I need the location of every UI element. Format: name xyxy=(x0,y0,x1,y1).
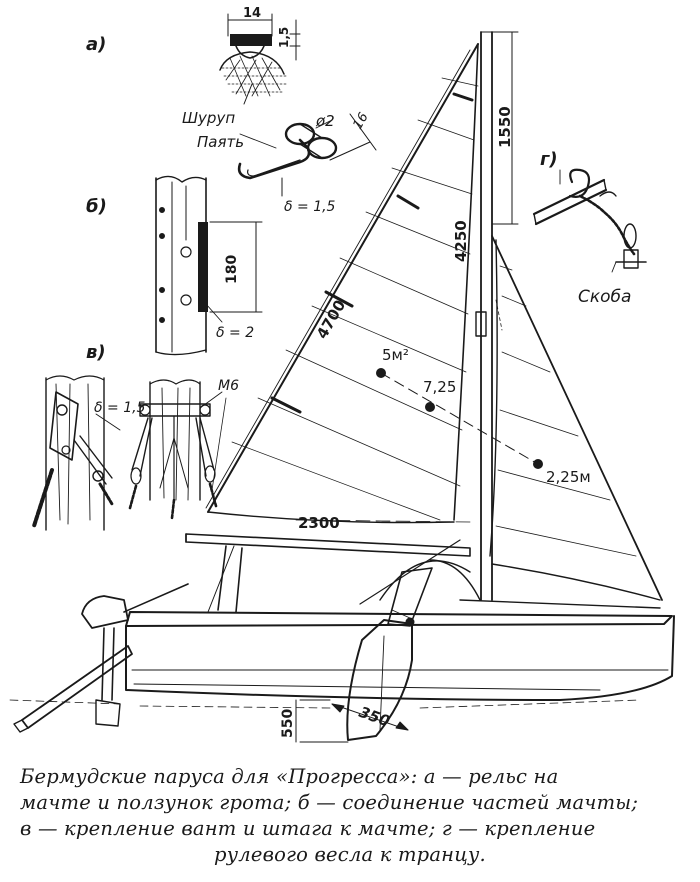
dim-2300-label: 2300 xyxy=(298,514,340,532)
area-2-25-label: 2,25м xyxy=(546,468,591,486)
detail-b-mast-joint xyxy=(155,175,263,356)
boom xyxy=(185,533,471,557)
skoba-label: Скоба xyxy=(578,287,631,307)
detail-a-label: а) xyxy=(86,34,106,55)
outboard-motor xyxy=(13,583,189,733)
slider-part xyxy=(237,113,377,197)
caption-line-4: рулевого весла к транцу. xyxy=(214,843,486,866)
dim-550-label: 550 xyxy=(280,709,296,738)
figure-caption: Бермудские паруса для «Прогресса»: а — р… xyxy=(20,764,680,868)
area-markers xyxy=(295,368,543,523)
water-line xyxy=(9,699,641,743)
dim-1550-label: 1550 xyxy=(496,106,514,148)
detail-v-shroud-fittings xyxy=(32,375,223,531)
mast xyxy=(475,31,519,601)
caption-line-3: в — крепление вант и штага к мачте; г — … xyxy=(20,817,596,840)
jib-sail xyxy=(489,235,663,601)
area-7-25-label: 7,25 xyxy=(423,378,456,396)
dim-350-label: 350 xyxy=(357,703,393,731)
detail-v-label: в) xyxy=(86,342,106,363)
caption-line-2: мачте и ползунок грота; б — соединение ч… xyxy=(20,791,639,814)
detail-g-label: г) xyxy=(540,149,558,170)
rudder-oar xyxy=(346,567,433,741)
sail-diagram: а) б) в) г) 14 1,5 Шуруп Паять ø2 16 δ =… xyxy=(9,6,675,743)
delta-1-5-v-label: δ = 1,5 xyxy=(94,400,146,416)
dim-4250-label: 4250 xyxy=(452,220,470,262)
dim-16-label: 16 xyxy=(350,110,371,132)
payat-label: Паять xyxy=(197,133,244,151)
main-sail xyxy=(205,43,479,524)
caption-line-1: Бермудские паруса для «Прогресса»: а — р… xyxy=(20,765,559,788)
dim-180-label: 180 xyxy=(224,255,240,284)
shurup-label: Шуруп xyxy=(182,109,235,127)
detail-a-rail xyxy=(219,13,301,105)
area-5-label: 5м² xyxy=(382,346,409,364)
delta-2-label: δ = 2 xyxy=(216,325,254,341)
dim-14-label: 14 xyxy=(243,6,261,21)
hull xyxy=(125,539,675,701)
m6-label: М6 xyxy=(218,378,239,394)
delta-1-5-a-label: δ = 1,5 xyxy=(284,199,336,215)
dia-2-label: ø2 xyxy=(315,112,335,130)
detail-g-rudder-clip xyxy=(532,168,647,273)
detail-b-label: б) xyxy=(86,196,107,217)
labels: а) б) в) г) 14 1,5 Шуруп Паять ø2 16 δ =… xyxy=(86,6,631,738)
dim-1-5-top-label: 1,5 xyxy=(277,27,291,48)
dim-350-line xyxy=(331,703,409,731)
